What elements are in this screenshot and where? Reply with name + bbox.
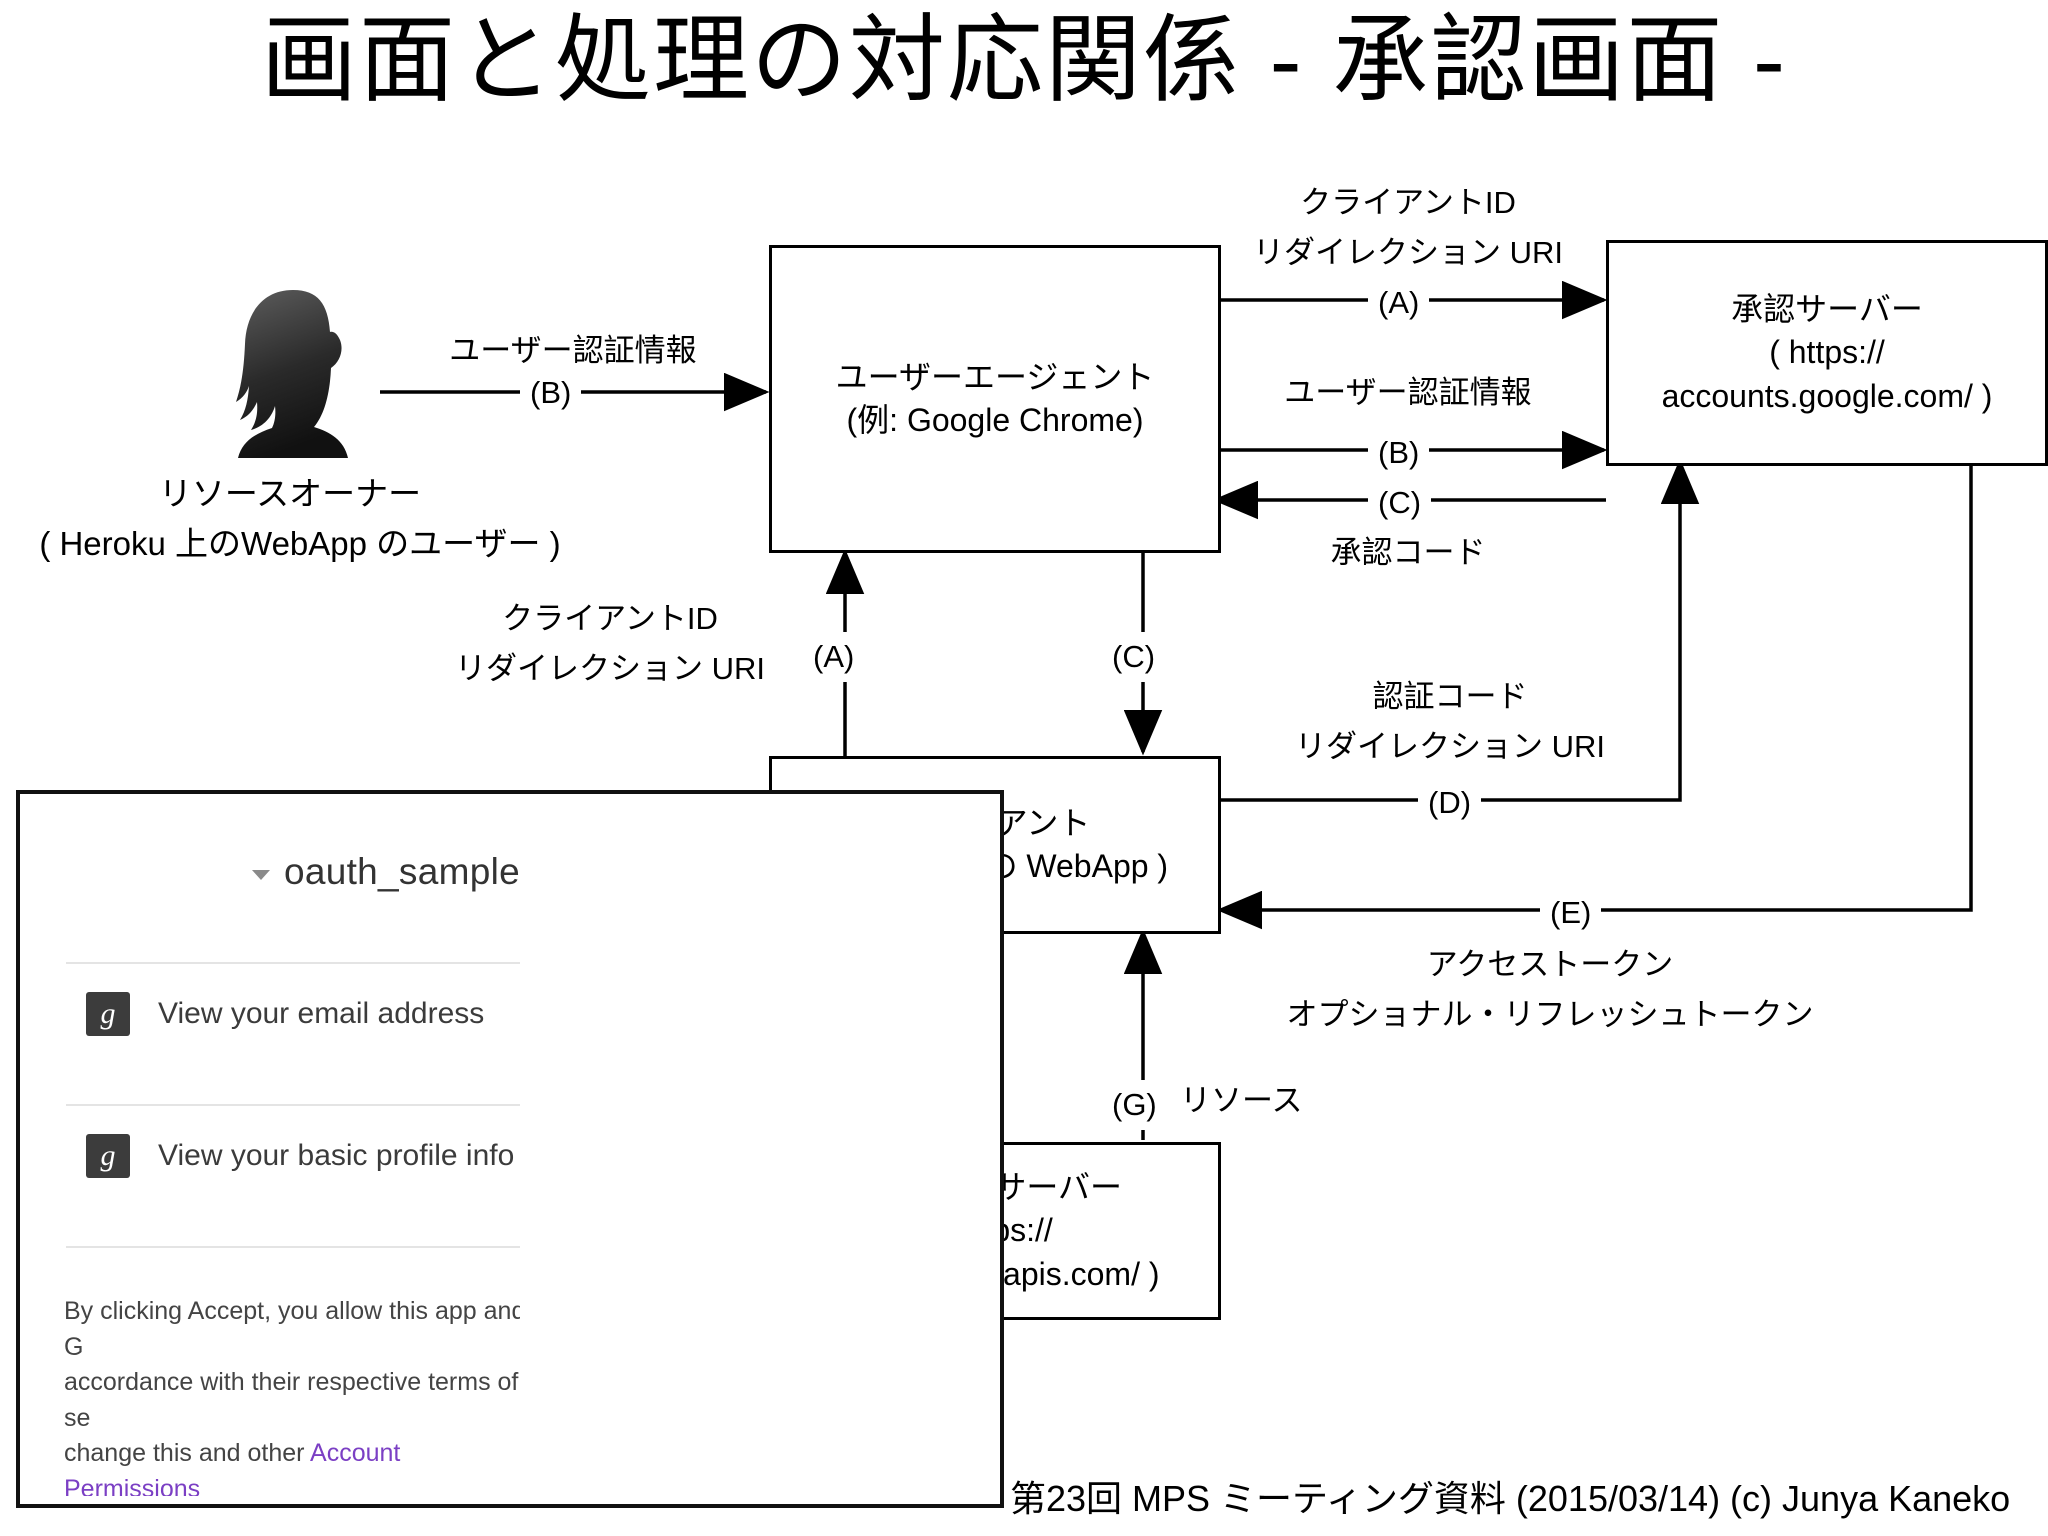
edge-c-auth-agent-text: 承認コード	[1330, 535, 1486, 570]
edge-e-auth-client-step: (E)	[1540, 892, 1602, 934]
divider-1	[66, 962, 520, 964]
edge-a-agent-auth-text2: リダイレクション URI	[1253, 235, 1563, 270]
resource-owner-sublabel: ( Heroku 上のWebApp のユーザー )	[39, 525, 561, 562]
edge-a-client-agent-step: (A)	[805, 632, 863, 682]
user-agent-line2: (例: Google Chrome)	[846, 402, 1144, 438]
consent-scope-label: View your email address	[158, 997, 485, 1030]
edge-a-agent-auth-text1: クライアントID	[1300, 185, 1516, 220]
fine-print-line-3-text: change this and other	[64, 1439, 311, 1467]
consent-app-name: oauth_sample	[283, 851, 520, 892]
consent-fine-print: By clicking Accept, you allow this app a…	[64, 1294, 520, 1496]
consent-scope-row: g View your email address	[86, 992, 484, 1036]
consent-app-header[interactable]: oauth_sample	[20, 842, 520, 902]
edge-b-owner-agent-step: (B)	[520, 372, 582, 414]
account-permissions-link[interactable]: Account Permissions	[64, 1439, 401, 1496]
node-user-agent: ユーザーエージェント (例: Google Chrome)	[769, 245, 1221, 553]
fine-print-line-3: change this and other Account Permission…	[64, 1436, 520, 1496]
auth-server-line1: 承認サーバー	[1731, 291, 1923, 328]
edge-c-agent-client-step: (C)	[1104, 632, 1164, 682]
edge-a-agent-auth-step: (A)	[1368, 282, 1430, 324]
node-auth-server: 承認サーバー ( https:// accounts.google.com/ )	[1606, 240, 2048, 466]
edge-c-auth-agent-step: (C)	[1368, 482, 1432, 524]
consent-screenshot: oauth_sample g View your email address g…	[16, 790, 1004, 1508]
edge-a-client-agent-text2: リダイレクション URI	[455, 651, 765, 686]
fine-print-line-2: accordance with their respective terms o…	[64, 1368, 519, 1432]
divider-3	[66, 1246, 520, 1248]
edge-e-auth-client-text2: オプショナル・リフレッシュトークン	[1286, 997, 1814, 1032]
slide-footer: 第23回 MPS ミーティング資料 (2015/03/14) (c) Junya…	[1010, 1478, 2011, 1519]
user-agent-line1: ユーザーエージェント	[835, 358, 1155, 395]
edge-d-client-auth-text2: リダイレクション URI	[1295, 729, 1605, 764]
edge-d-client-auth-step: (D)	[1418, 782, 1482, 824]
page-title: 画面と処理の対応関係 - 承認画面 -	[261, 7, 1787, 114]
consent-scope-row: g View your basic profile info	[86, 1134, 514, 1178]
resource-owner-label: リソースオーナー	[158, 475, 422, 512]
fine-print-line-1: By clicking Accept, you allow this app a…	[64, 1297, 520, 1361]
chevron-down-icon[interactable]	[251, 870, 270, 880]
edge-b-owner-agent-text: ユーザー認証情報	[449, 333, 697, 368]
edge-a-client-agent-text1: クライアントID	[502, 601, 718, 636]
google-g-icon: g	[86, 992, 130, 1036]
edge-g-resource-client-text: リソース	[1180, 1083, 1303, 1118]
consent-screen-content: oauth_sample g View your email address g…	[20, 794, 520, 1496]
edge-g-resource-client-step: (G)	[1104, 1080, 1165, 1130]
edge-e-auth-client-text1: アクセストークン	[1426, 947, 1674, 982]
person-silhouette-icon	[236, 290, 348, 458]
auth-server-line3: accounts.google.com/ )	[1661, 377, 1993, 414]
edge-b-agent-auth-step: (B)	[1368, 432, 1430, 474]
google-g-icon: g	[86, 1134, 130, 1178]
consent-scope-label: View your basic profile info	[158, 1139, 515, 1172]
edge-b-agent-auth-text: ユーザー認証情報	[1284, 375, 1532, 410]
divider-2	[66, 1104, 520, 1106]
edge-d-client-auth-text1: 認証コード	[1372, 679, 1528, 714]
auth-server-line2: ( https://	[1769, 334, 1885, 371]
